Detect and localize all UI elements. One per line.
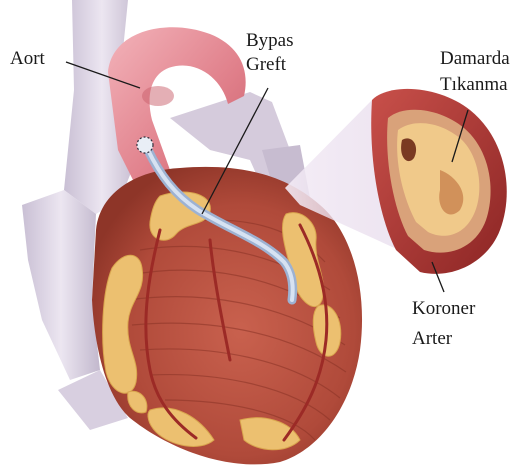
- label-aort: Aort: [10, 48, 45, 70]
- label-damarda: Damarda: [440, 48, 510, 70]
- label-arter: Arter: [412, 328, 452, 350]
- label-bypas: Bypas: [246, 30, 294, 52]
- label-greft: Greft: [246, 54, 286, 76]
- label-tikanma: Tıkanma: [440, 74, 508, 96]
- label-koroner: Koroner: [412, 298, 475, 320]
